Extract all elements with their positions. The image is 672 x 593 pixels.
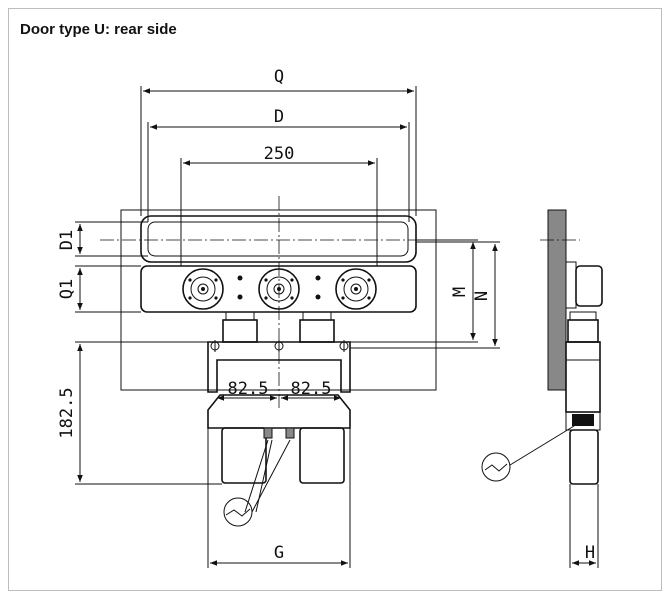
front-dimensions: Q D 250 D1 Q1 M N 182.5	[57, 67, 500, 568]
dim-g: G	[274, 543, 284, 563]
dim-d: D	[274, 107, 284, 127]
dim-250: 250	[264, 144, 295, 164]
front-view	[100, 196, 440, 527]
ground-symbol-front	[223, 497, 253, 527]
dim-182-5: 182.5	[57, 387, 77, 438]
dim-82-5-left: 82.5	[228, 379, 269, 399]
connector-housing	[140, 265, 417, 313]
handle-bar-inner	[147, 221, 409, 257]
dim-82-5-right: 82.5	[291, 379, 332, 399]
drawing-title: Door type U: rear side	[20, 21, 177, 38]
handle-bar	[140, 215, 417, 263]
cylinder-left	[221, 427, 267, 484]
dim-h: H	[585, 543, 595, 563]
side-view: H	[481, 209, 603, 568]
dim-q: Q	[274, 67, 284, 87]
dim-q1: Q1	[57, 279, 77, 299]
lower-bracket	[207, 341, 351, 393]
dim-n: N	[472, 291, 492, 301]
mounting-plate	[120, 209, 437, 391]
cylinder-right	[299, 427, 345, 484]
dim-d1: D1	[57, 230, 77, 250]
dim-m: M	[450, 287, 470, 297]
connector-left	[182, 268, 224, 310]
ground-symbol-side	[481, 452, 511, 482]
connector-right	[335, 268, 377, 310]
